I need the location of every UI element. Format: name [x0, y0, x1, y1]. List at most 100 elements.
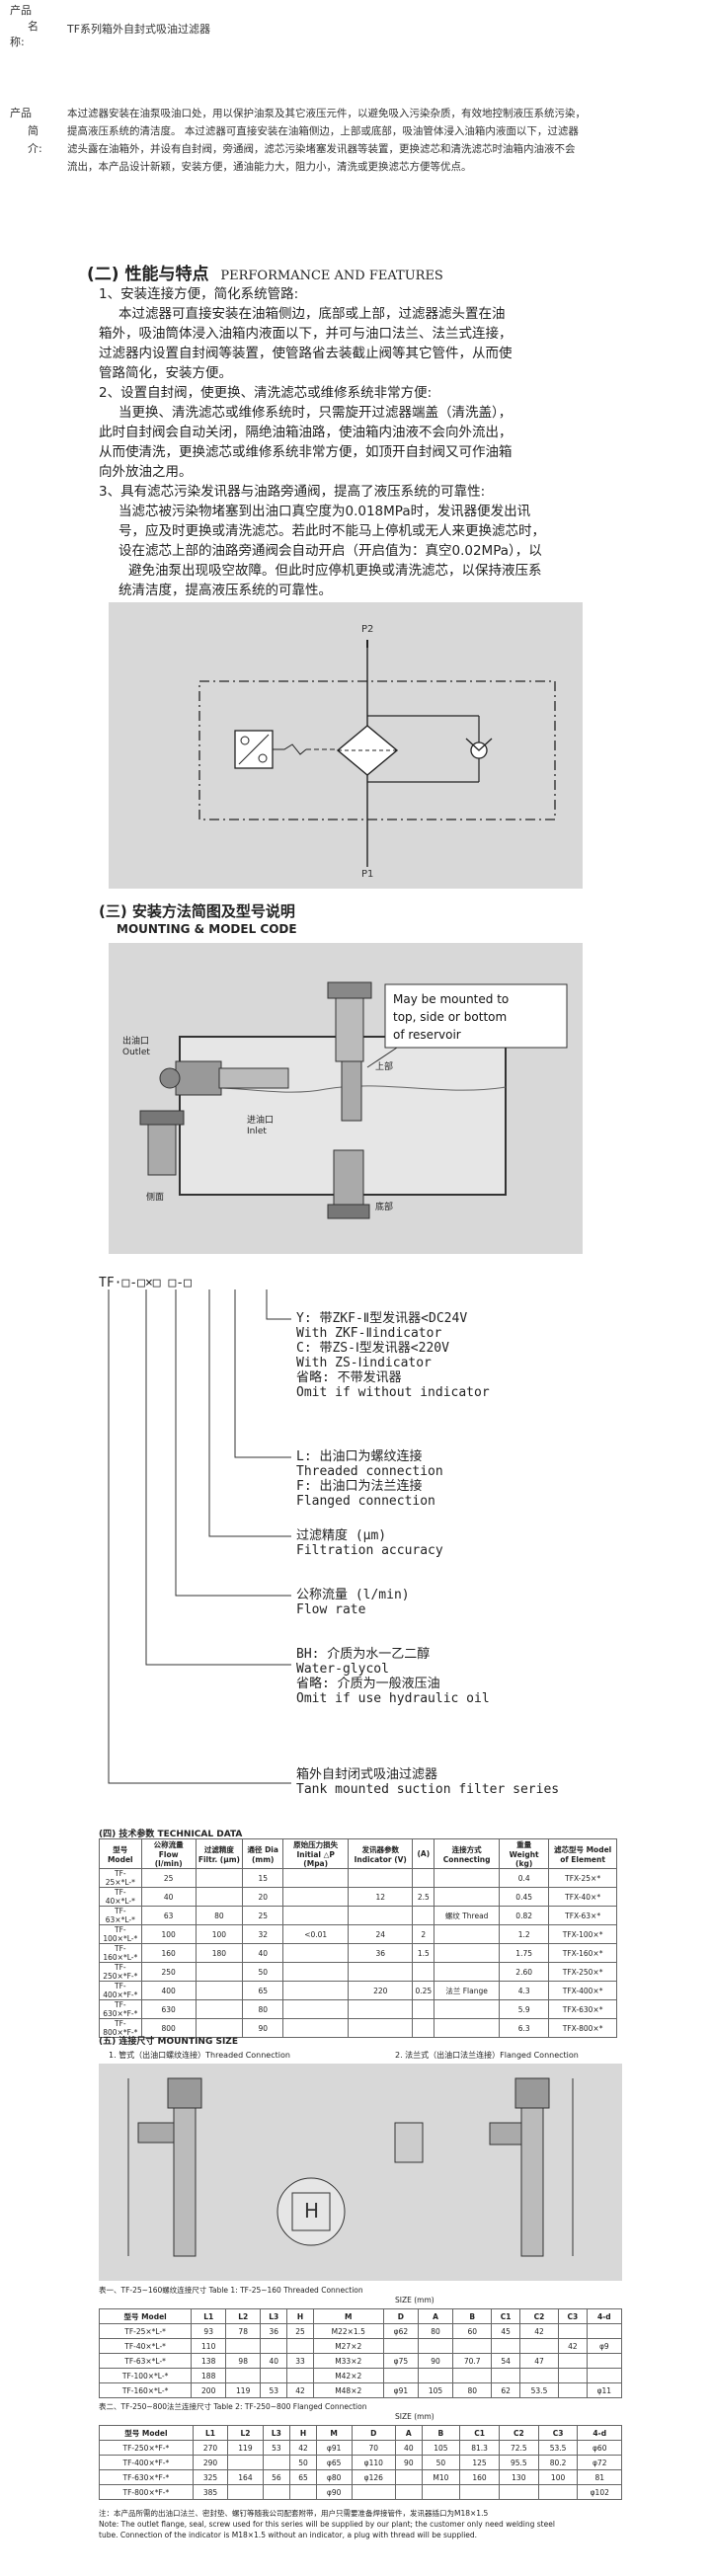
cell: [491, 2368, 520, 2383]
footnote: 注：本产品所需的出油口法兰、密封垫、螺钉等随我公司配套附带，用户只需要准备焊接管…: [99, 2509, 555, 2539]
cell: φ9: [586, 2338, 623, 2354]
cell: 100: [140, 1924, 197, 1944]
cell: M33×2: [312, 2353, 384, 2369]
cell: 80.2: [537, 2455, 579, 2470]
cell: [434, 1962, 501, 1982]
cell: [418, 2338, 454, 2354]
table-header-cell: C3: [537, 2425, 579, 2441]
table1-caption: 表一、TF-25~160螺纹连接尺寸 Table 1: TF-25~160 Th…: [99, 2286, 363, 2295]
cell: 130: [498, 2469, 539, 2485]
cell: 4.3: [499, 1981, 550, 2000]
cell: M48×2: [312, 2382, 384, 2398]
cell: 20: [242, 1887, 284, 1907]
cell: [412, 2018, 435, 2038]
cell: 53: [262, 2440, 291, 2456]
cell: 119: [225, 2382, 262, 2398]
mounting-title-en: MOUNTING & MODEL CODE: [117, 922, 297, 936]
cell: 40: [395, 2440, 423, 2456]
cell: 53.5: [518, 2382, 560, 2398]
cell: [434, 1868, 501, 1888]
cell: TFX-630×*: [548, 1999, 617, 2019]
table-header-cell: 型号 Model: [99, 1838, 142, 1869]
cell: 160: [140, 1943, 197, 1963]
table2-caption: 表二、TF-250~800法兰连接尺寸 Table 2: TF-250~800 …: [99, 2402, 367, 2411]
cell: [459, 2484, 500, 2500]
cell: [558, 2382, 588, 2398]
cell: 125: [459, 2455, 500, 2470]
cell: 36: [347, 1943, 414, 1963]
cell: 42: [286, 2382, 314, 2398]
cell: 42: [518, 2323, 560, 2339]
cell: 15: [242, 1868, 284, 1888]
cell: 42: [558, 2338, 588, 2354]
cell: 0.82: [499, 1906, 550, 1925]
cell: TF-250×*F-*: [99, 1962, 142, 1982]
cell: 78: [225, 2323, 262, 2339]
cell: [395, 2484, 423, 2500]
cell: [282, 1868, 349, 1888]
table-header-cell: H: [289, 2425, 317, 2441]
table-header-cell: L3: [260, 2308, 288, 2324]
schematic-drawing: [198, 640, 556, 867]
table-header-cell: C1: [491, 2308, 520, 2324]
cell: 法兰 Flange: [434, 1981, 501, 2000]
model-code-indicator-group: Y: 带ZKF-Ⅱ型发讯器<DC24V With ZKF-Ⅱindicator …: [296, 1311, 490, 1400]
cell: [260, 2368, 288, 2383]
cell: 63: [140, 1906, 197, 1925]
table-header-cell: L2: [225, 2308, 262, 2324]
side-label: 侧面: [146, 1193, 165, 1203]
cell: [282, 1981, 349, 2000]
table-header-cell: L3: [262, 2425, 291, 2441]
top-label: 上部: [375, 1062, 394, 1072]
model-code-leader-lines: [108, 1289, 291, 1784]
table2-size-label: SIZE (mm): [395, 2412, 434, 2421]
cell: [452, 2368, 493, 2383]
model-code-accuracy-group: 过滤精度 (μm)Filtration accuracy: [296, 1528, 443, 1558]
cell: M22×1.5: [312, 2323, 384, 2339]
cell: 80: [242, 1999, 284, 2019]
cell: 80: [418, 2323, 454, 2339]
table-header-cell: B: [452, 2308, 493, 2324]
table-header-cell: 发讯器参数 Indicator (V): [347, 1838, 414, 1869]
cell: 65: [289, 2469, 317, 2485]
cell: TFX-40×*: [548, 1887, 617, 1907]
table-header-cell: 4-d: [586, 2308, 623, 2324]
features-text: 1、安装连接方便，简化系统管路: 本过滤器可直接安装在油箱侧边，底部或上部，过滤…: [99, 286, 545, 598]
product-name-label: 产品 名 称:: [10, 4, 39, 48]
cell: 188: [191, 2368, 227, 2383]
cell: [262, 2455, 291, 2470]
cell: TF-63×*L-*: [98, 2353, 193, 2369]
table-header-row: 型号 Model 公称流量 Flow (l/min) 过滤精度 Filtr. (…: [99, 1838, 617, 1869]
cell: 25: [286, 2323, 314, 2339]
cell: [286, 2368, 314, 2383]
table-header-cell: C1: [459, 2425, 500, 2441]
cell: φ60: [577, 2440, 622, 2456]
cell: [452, 2338, 493, 2354]
product-intro-label: 产品 简 介:: [10, 107, 42, 155]
cell: 105: [418, 2382, 454, 2398]
cell: [195, 1887, 244, 1907]
cell: [227, 2455, 264, 2470]
table-header-cell: D: [351, 2425, 397, 2441]
cell: [518, 2338, 560, 2354]
tech-data-table: 型号 Model 公称流量 Flow (l/min) 过滤精度 Filtr. (…: [99, 1838, 617, 2038]
cell: [282, 1999, 349, 2019]
cell: 180: [195, 1943, 244, 1963]
mounting-diagram: May be mounted to top, side or bottom of…: [109, 943, 583, 1254]
cell: [260, 2338, 288, 2354]
cell: 2.5: [412, 1887, 435, 1907]
cell: [412, 1868, 435, 1888]
cell: φ65: [315, 2455, 353, 2470]
